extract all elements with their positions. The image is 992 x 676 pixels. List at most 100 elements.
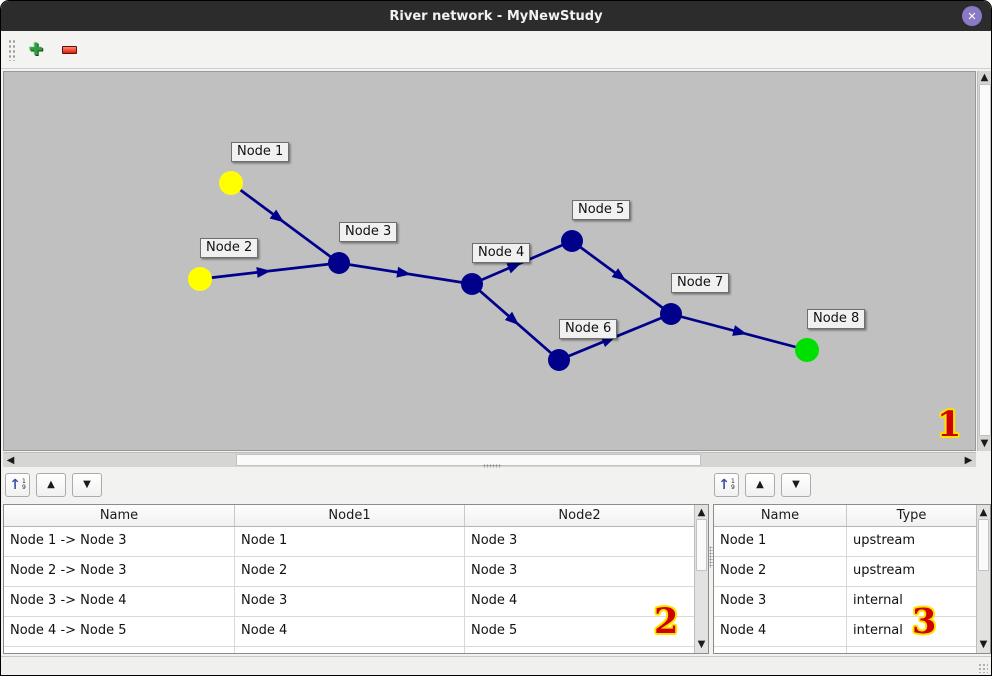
table-cell bbox=[235, 647, 465, 653]
node-label[interactable]: Node 3 bbox=[339, 222, 398, 242]
table-cell: Node 3 bbox=[465, 527, 695, 556]
add-button[interactable]: ✚ bbox=[23, 37, 49, 63]
status-bar bbox=[1, 656, 991, 675]
node-circle-n1[interactable] bbox=[219, 171, 243, 195]
flow-direction-arrow-icon bbox=[256, 266, 271, 278]
flow-direction-arrow-icon bbox=[732, 325, 748, 336]
node-circle-n2[interactable] bbox=[188, 267, 212, 291]
column-header-type[interactable]: Type bbox=[847, 505, 977, 526]
node-label[interactable]: Node 2 bbox=[200, 238, 259, 258]
scroll-right-icon[interactable]: ▶ bbox=[964, 455, 973, 466]
nodes-table-scrollbar[interactable]: ▲ ▼ bbox=[976, 505, 990, 653]
scroll-up-icon[interactable]: ▲ bbox=[697, 507, 706, 518]
scroll-down-icon[interactable]: ▼ bbox=[979, 639, 988, 650]
table-cell: Node 4 bbox=[235, 617, 465, 646]
river-network-canvas[interactable]: Node 1 Node 2 Node 3 Node 4 Node 5 Node 6 Node… bbox=[3, 71, 976, 451]
pane-splitter-handle[interactable] bbox=[483, 464, 501, 468]
titlebar[interactable]: River network - MyNewStudy ✕ bbox=[1, 1, 991, 31]
graph-horizontal-scrollbar-thumb[interactable] bbox=[236, 454, 701, 466]
resize-grip-icon[interactable] bbox=[978, 663, 988, 673]
move-node-down-button[interactable]: ▼ bbox=[781, 473, 811, 497]
move-link-up-button[interactable]: ▲ bbox=[36, 473, 66, 497]
node-label[interactable]: Node 6 bbox=[559, 319, 618, 339]
column-header-name[interactable]: Name bbox=[714, 505, 847, 526]
column-header-node1[interactable]: Node1 bbox=[235, 505, 465, 526]
node-circle-n8[interactable] bbox=[795, 338, 819, 362]
scroll-left-icon[interactable]: ◀ bbox=[6, 455, 15, 466]
move-link-down-button[interactable]: ▼ bbox=[72, 473, 102, 497]
table-cell: upstream bbox=[847, 557, 977, 586]
add-icon: ✚ bbox=[28, 40, 44, 59]
table-cell: Node 2 -> Node 3 bbox=[4, 557, 235, 586]
scroll-up-icon[interactable]: ▲ bbox=[979, 507, 988, 518]
close-button[interactable]: ✕ bbox=[962, 6, 982, 26]
table-cell: Node 3 bbox=[465, 557, 695, 586]
table-row[interactable] bbox=[714, 647, 990, 653]
node-circle-n5[interactable] bbox=[561, 230, 583, 252]
node-circle-n6[interactable] bbox=[548, 349, 570, 371]
table-cell: Node 3 bbox=[235, 587, 465, 616]
up-arrow-icon: ▲ bbox=[756, 479, 764, 490]
graph-vertical-scrollbar-thumb[interactable] bbox=[979, 84, 991, 436]
graph-horizontal-scrollbar[interactable]: ◀ ▶ bbox=[3, 452, 976, 467]
scroll-down-icon[interactable]: ▼ bbox=[697, 639, 706, 650]
table-cell: Node 2 bbox=[714, 557, 847, 586]
flow-direction-arrow-icon bbox=[396, 266, 412, 278]
sort-arrow-icon: ↑ bbox=[9, 477, 21, 493]
flow-direction-arrow-icon bbox=[269, 209, 285, 223]
links-table-scrollbar[interactable]: ▲ ▼ bbox=[694, 505, 708, 653]
links-table-scrollbar-thumb[interactable] bbox=[696, 519, 707, 571]
table-cell: Node 3 bbox=[714, 587, 847, 616]
node-circle-n3[interactable] bbox=[328, 252, 350, 274]
nodes-table-scrollbar-thumb[interactable] bbox=[978, 519, 989, 571]
table-cell: Node 3 -> Node 4 bbox=[4, 587, 235, 616]
column-header-name[interactable]: Name bbox=[4, 505, 235, 526]
column-header-node2[interactable]: Node2 bbox=[465, 505, 695, 526]
node-circle-n7[interactable] bbox=[660, 303, 682, 325]
sort-one-glyph: 1 bbox=[21, 478, 26, 485]
table-cell: Node 4 -> Node 5 bbox=[4, 617, 235, 646]
table-splitter-handle[interactable] bbox=[709, 546, 713, 568]
table-row[interactable] bbox=[4, 647, 708, 653]
scroll-down-icon[interactable]: ▼ bbox=[980, 438, 989, 449]
scroll-up-icon[interactable]: ▲ bbox=[980, 72, 989, 83]
top-toolbar: ✚ bbox=[1, 31, 991, 69]
flow-direction-arrow-icon bbox=[600, 336, 616, 348]
graph-vertical-scrollbar[interactable]: ▲ ▼ bbox=[977, 71, 991, 451]
sort-nine-glyph: 9 bbox=[730, 484, 735, 491]
table-cell: upstream bbox=[847, 527, 977, 556]
river-link[interactable] bbox=[230, 181, 340, 265]
table-cell bbox=[714, 647, 847, 653]
node-label[interactable]: Node 7 bbox=[671, 273, 730, 293]
table-cell: Node 1 -> Node 3 bbox=[4, 527, 235, 556]
up-arrow-icon: ▲ bbox=[47, 479, 55, 490]
river-network-graph bbox=[188, 171, 819, 371]
move-node-up-button[interactable]: ▲ bbox=[745, 473, 775, 497]
flow-direction-arrow-icon bbox=[506, 262, 522, 274]
node-label[interactable]: Node 8 bbox=[807, 309, 866, 329]
node-label[interactable]: Node 1 bbox=[231, 142, 290, 162]
node-label[interactable]: Node 4 bbox=[472, 243, 531, 263]
remove-button[interactable] bbox=[56, 37, 82, 63]
node-circle-n4[interactable] bbox=[461, 273, 483, 295]
window-title: River network - MyNewStudy bbox=[389, 8, 603, 24]
table-cell: Node 1 bbox=[714, 527, 847, 556]
toolbar-drag-handle[interactable] bbox=[8, 38, 15, 61]
annotation-1: 1 bbox=[937, 404, 962, 445]
down-arrow-icon: ▼ bbox=[792, 479, 800, 490]
node-label[interactable]: Node 5 bbox=[572, 200, 631, 220]
